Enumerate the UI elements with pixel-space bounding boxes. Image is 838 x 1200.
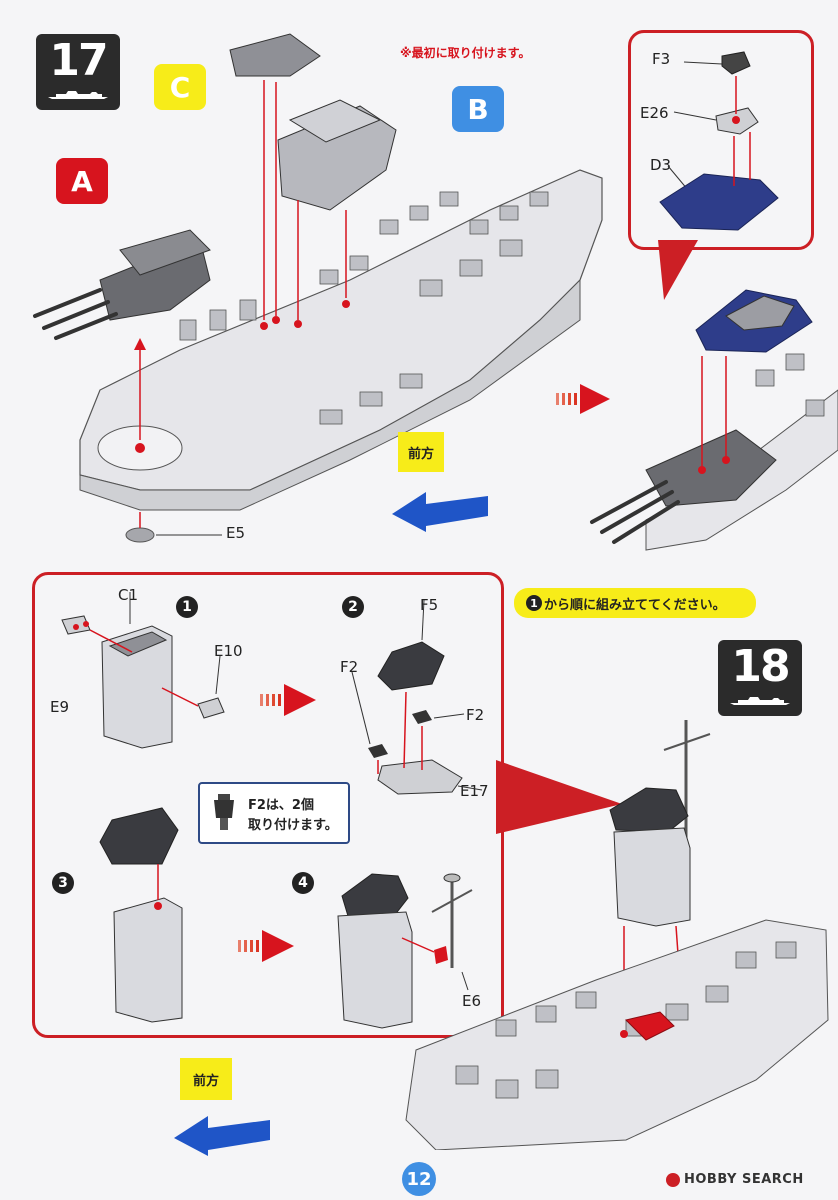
front-arrow-icon bbox=[174, 1116, 270, 1156]
callout-line-1: F2は、2個 bbox=[248, 798, 314, 813]
part-label-e6: E6 bbox=[462, 992, 482, 1010]
substep-4-number: 4 bbox=[292, 872, 314, 894]
order-note-number: 1 bbox=[526, 595, 542, 611]
watermark: HOBBY SEARCH bbox=[666, 1172, 804, 1187]
substep-1-number: 1 bbox=[176, 596, 198, 618]
next-step-arrow-icon bbox=[556, 384, 610, 414]
inset-pointer bbox=[658, 240, 698, 300]
front-direction-label-bottom: 前方 bbox=[180, 1058, 232, 1100]
battleship-silhouette-icon bbox=[730, 697, 790, 705]
part-label-e9: E9 bbox=[50, 698, 70, 716]
step-18-badge: 18 bbox=[718, 640, 802, 716]
part-label-d3: D3 bbox=[650, 156, 672, 174]
inset-illustration bbox=[659, 51, 779, 231]
battleship-silhouette-icon bbox=[48, 91, 108, 99]
step-17-badge: 17 bbox=[36, 34, 120, 110]
step-17-assembly-illustration bbox=[33, 33, 603, 543]
part-label-f2-right: F2 bbox=[466, 706, 485, 724]
substep-3-number: 3 bbox=[52, 872, 74, 894]
subassembly-label-a: A bbox=[56, 158, 108, 204]
page-number: 12 bbox=[402, 1162, 436, 1196]
part-label-e26: E26 bbox=[640, 104, 669, 122]
substep-2-number: 2 bbox=[342, 596, 364, 618]
subassembly-label-b: B bbox=[452, 86, 504, 132]
order-note-text: から順に組み立ててください。 bbox=[544, 597, 726, 613]
callout-line-2: 取り付けます。 bbox=[248, 818, 338, 833]
part-label-e5: E5 bbox=[226, 524, 246, 542]
part-label-f3: F3 bbox=[652, 50, 671, 68]
part-label-f2-left: F2 bbox=[340, 658, 359, 676]
step-18-result-illustration bbox=[405, 720, 829, 1150]
f2-quantity-callout: F2は、2個 取り付けます。 bbox=[198, 782, 350, 844]
f2-part-icon bbox=[214, 794, 234, 830]
step-18-number: 18 bbox=[731, 641, 790, 692]
step-17-result-illustration bbox=[590, 289, 838, 551]
watermark-text: HOBBY SEARCH bbox=[684, 1172, 804, 1187]
part-label-e17: E17 bbox=[460, 782, 489, 800]
assembly-order-note: 1 から順に組み立ててください。 bbox=[514, 588, 756, 618]
subassembly-pointer bbox=[496, 760, 622, 834]
front-arrow-icon bbox=[392, 492, 488, 532]
inset-detail-frame bbox=[628, 30, 814, 250]
step-17-number: 17 bbox=[49, 35, 108, 86]
part-label-e10: E10 bbox=[214, 642, 243, 660]
part-label-c1: C1 bbox=[118, 586, 139, 604]
part-label-f5: F5 bbox=[420, 596, 439, 614]
subassembly-label-c: C bbox=[154, 64, 206, 110]
watermark-logo-icon bbox=[666, 1172, 680, 1187]
front-direction-label: 前方 bbox=[398, 432, 444, 472]
step-18-subassembly-illustration bbox=[61, 592, 483, 1029]
first-attach-note: ※最初に取り付けます。 bbox=[400, 46, 531, 60]
